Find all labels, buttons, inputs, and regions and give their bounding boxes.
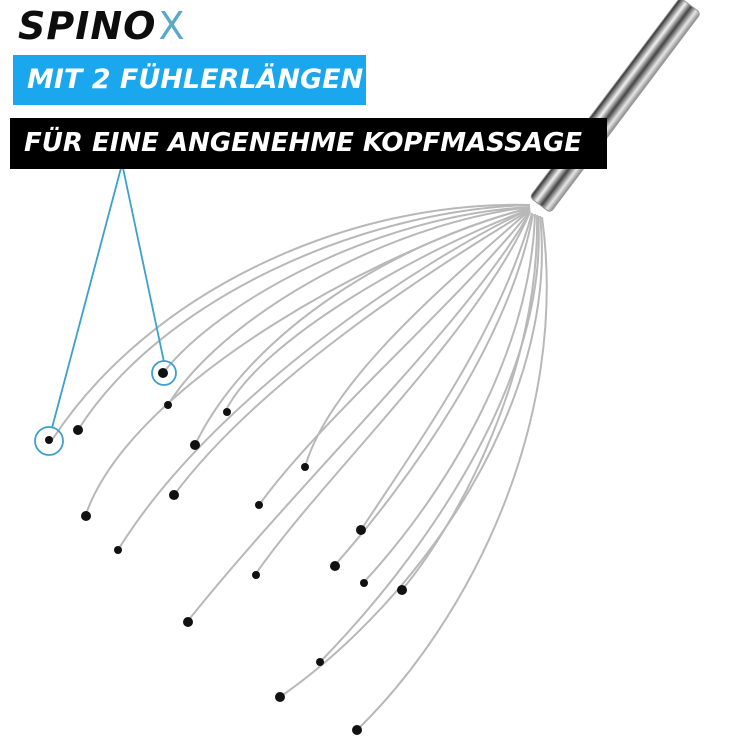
feature-banner-lengths: MIT 2 FÜHLERLÄNGEN: [13, 55, 366, 105]
wires: [51, 203, 548, 731]
feature-banner-massage: FÜR EINE ANGENEHME KOPFMASSAGE: [10, 118, 607, 169]
handle: [530, 0, 700, 212]
brand-name: SPINO: [18, 4, 157, 48]
brand-logo: SPINOX: [18, 4, 186, 48]
wire-tips: [45, 368, 407, 735]
brand-accent-x: X: [158, 4, 186, 48]
callout-markers: [34, 167, 177, 456]
